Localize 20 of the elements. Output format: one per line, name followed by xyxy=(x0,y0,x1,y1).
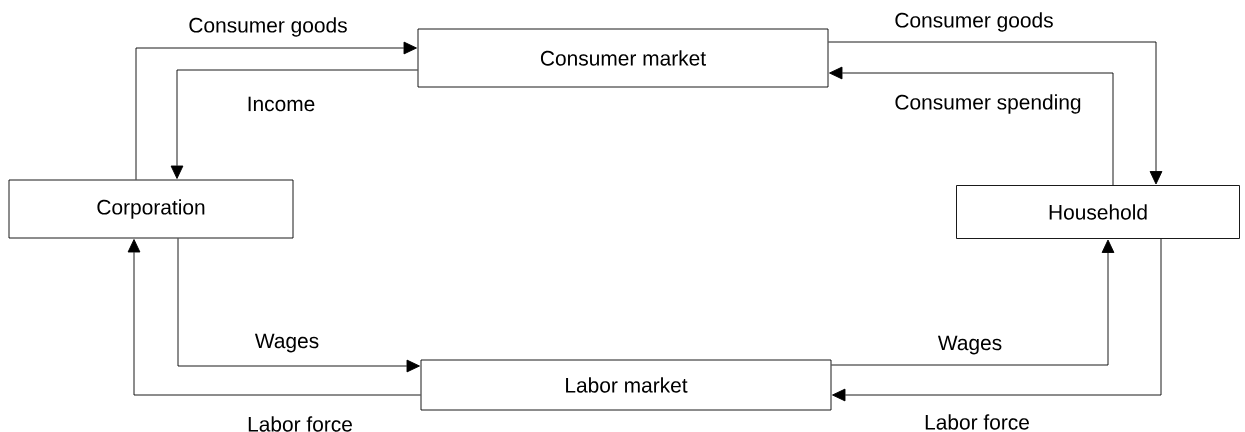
arrow xyxy=(829,66,1114,186)
edge-label: Consumer goods xyxy=(187,16,349,38)
edge-label: Labor force xyxy=(923,413,1031,431)
arrow xyxy=(127,239,421,396)
edge-label: Wages xyxy=(253,332,321,354)
arrow xyxy=(135,41,417,180)
edge-label: Consumer goods xyxy=(893,11,1055,33)
edge-label: Labor force xyxy=(246,415,354,432)
process-box: Household xyxy=(956,185,1240,239)
arrow xyxy=(177,238,420,373)
arrow xyxy=(828,41,1163,185)
edge-label: Income xyxy=(245,95,317,113)
arrow xyxy=(170,69,418,179)
process-box: Labor market xyxy=(420,359,832,411)
edge-label: Wages xyxy=(936,334,1004,356)
process-box: Consumer market xyxy=(417,28,829,88)
edge-label: Consumer spending xyxy=(893,93,1083,115)
process-box: Corporation xyxy=(8,179,294,239)
arrow xyxy=(832,238,1162,402)
arrow xyxy=(831,239,1115,366)
